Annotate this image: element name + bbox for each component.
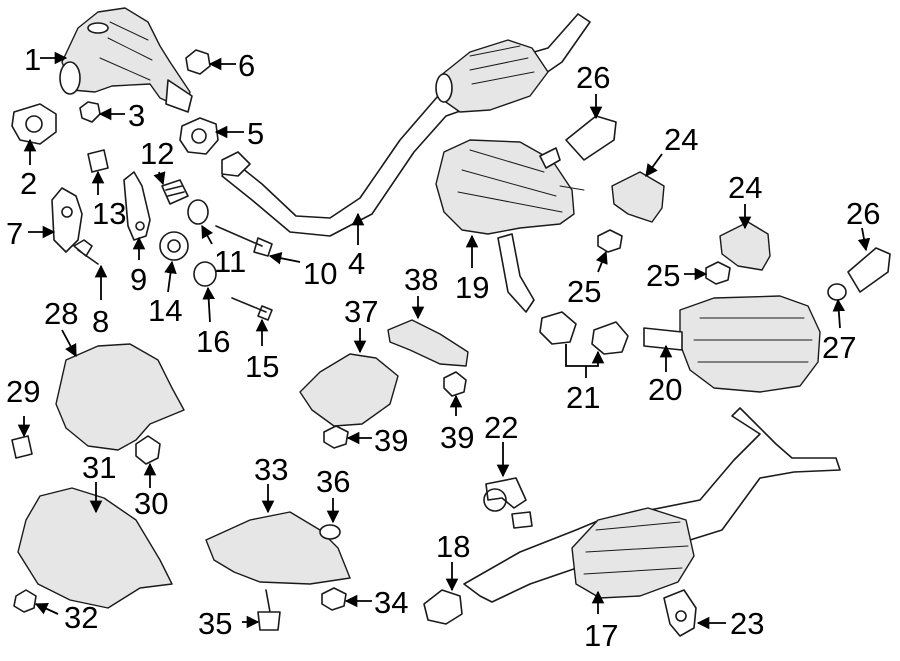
callout-18: 18 — [436, 529, 470, 564]
callout-13: 13 — [92, 196, 126, 231]
callout-22: 22 — [484, 410, 518, 445]
part-washer-11 — [187, 199, 209, 225]
callout-39b: 39 — [440, 420, 474, 455]
leader-lines — [17, 51, 871, 630]
part-bracket-23 — [663, 589, 697, 637]
part-nut-3 — [79, 101, 101, 123]
part-front-pipe — [221, 13, 591, 237]
part-heat-shield-33 — [205, 511, 351, 585]
part-clamp-9 — [123, 171, 151, 241]
callout-4: 4 — [348, 246, 365, 281]
part-bolt-35 — [257, 589, 281, 631]
callout-33: 33 — [254, 452, 288, 487]
callout-36: 36 — [316, 464, 350, 499]
part-nut-6 — [185, 49, 211, 75]
callout-25b: 25 — [646, 258, 680, 293]
part-clamp-21b — [591, 321, 629, 355]
part-grommet-14 — [159, 231, 189, 261]
part-gasket-5 — [179, 117, 219, 155]
callout-30: 30 — [134, 486, 168, 521]
callout-19: 19 — [455, 270, 489, 305]
callout-31: 31 — [82, 450, 116, 485]
callout-34: 34 — [374, 585, 408, 620]
callout-32: 32 — [64, 600, 98, 635]
part-bolt-15 — [231, 297, 273, 321]
callout-24a: 24 — [664, 122, 698, 157]
part-center-muffler — [435, 139, 585, 313]
callout-29: 29 — [6, 374, 40, 409]
callout-25a: 25 — [567, 274, 601, 309]
callout-37: 37 — [344, 294, 378, 329]
part-spring-12 — [161, 179, 189, 205]
callout-7: 7 — [6, 216, 23, 251]
part-washer-36 — [319, 524, 341, 540]
part-front-catalytic-converter — [59, 7, 193, 113]
part-nut-30 — [135, 435, 161, 465]
part-bracket-7 — [51, 187, 83, 253]
callout-14: 14 — [148, 293, 182, 328]
part-heat-shield-31 — [17, 487, 173, 609]
part-clamp-27 — [827, 283, 847, 301]
callout-12: 12 — [140, 136, 174, 171]
callout-1: 1 — [24, 42, 41, 77]
callout-labels: 1 2 3 4 5 6 7 8 9 10 11 12 13 14 15 16 1… — [6, 42, 880, 653]
part-gasket-2 — [11, 103, 57, 145]
part-bracket-38 — [387, 319, 469, 367]
callout-16: 16 — [196, 324, 230, 359]
callout-10: 10 — [303, 256, 337, 291]
part-bolt-10 — [215, 225, 273, 257]
callout-15: 15 — [245, 349, 279, 384]
part-nut-39b — [443, 371, 467, 397]
callout-38: 38 — [404, 262, 438, 297]
part-nut-34 — [321, 587, 347, 611]
part-bushing-16 — [193, 261, 217, 287]
part-clamp-18 — [423, 589, 463, 625]
callout-17: 17 — [584, 618, 618, 653]
part-nut-25b — [705, 261, 731, 285]
part-heat-shield-37 — [299, 353, 399, 427]
callout-21: 21 — [566, 380, 600, 415]
callout-20: 20 — [648, 372, 682, 407]
part-rear-muffler — [643, 295, 821, 393]
callout-28: 28 — [44, 296, 78, 331]
part-nut-32 — [13, 589, 37, 613]
part-clamp-21a — [539, 311, 577, 345]
part-nut-25a — [597, 229, 623, 253]
part-sleeve-13 — [87, 149, 109, 173]
part-tailpipe-tip-26b — [847, 247, 891, 293]
callout-11: 11 — [214, 244, 246, 279]
part-nut-39a — [323, 425, 349, 449]
part-tailpipe-tip-26a — [565, 115, 617, 161]
callout-9: 9 — [130, 262, 147, 297]
part-hanger-22 — [483, 477, 527, 512]
callout-24b: 24 — [728, 170, 762, 205]
callout-3: 3 — [128, 98, 145, 133]
part-heat-shield-28 — [55, 343, 185, 451]
callout-8: 8 — [92, 304, 109, 339]
callout-35: 35 — [198, 606, 232, 641]
part-clip-29 — [11, 435, 33, 459]
part-bracket-24b — [719, 221, 771, 271]
callout-5: 5 — [247, 116, 264, 151]
part-bracket-24a — [611, 171, 665, 223]
callout-26a: 26 — [576, 60, 610, 95]
callout-23: 23 — [730, 606, 764, 641]
part-rear-muffler-assembly — [463, 407, 841, 603]
callout-26b: 26 — [846, 196, 880, 231]
parts-layer — [11, 7, 891, 637]
part-bolt-8 — [73, 239, 99, 265]
callout-27: 27 — [822, 330, 856, 365]
callout-2: 2 — [20, 166, 37, 201]
callout-39a: 39 — [374, 423, 408, 458]
callout-6: 6 — [238, 48, 255, 83]
